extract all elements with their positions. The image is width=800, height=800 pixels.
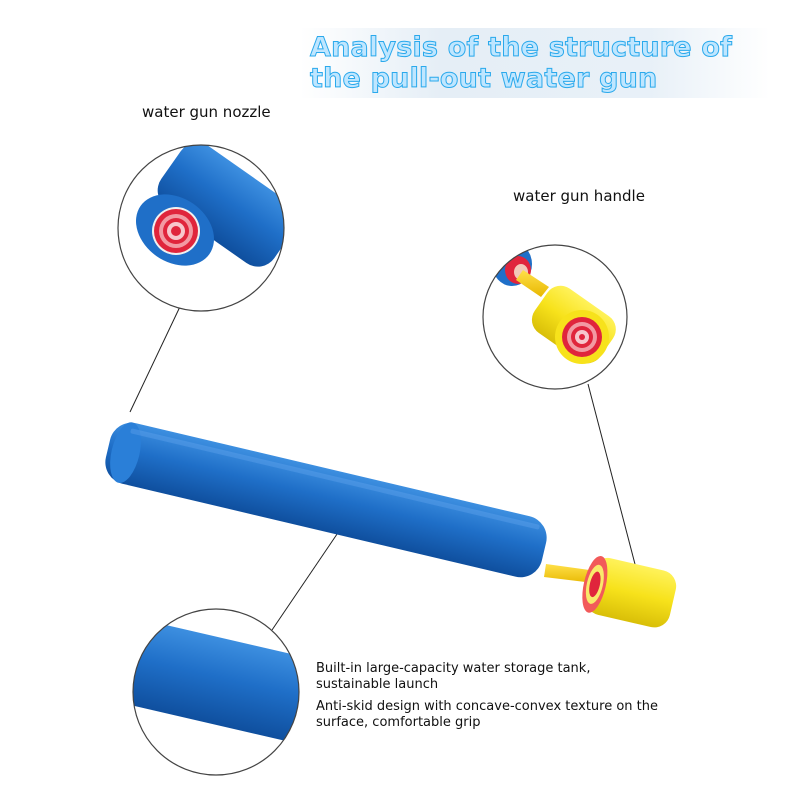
feature-storage-tank: Built-in large-capacity water storage ta…	[316, 661, 591, 692]
barrel-texture-magnifier	[132, 608, 300, 776]
handle-magnifier	[482, 244, 628, 390]
title-background	[300, 28, 770, 98]
foam-barrel	[105, 422, 547, 578]
nozzle-leader-line	[129, 293, 187, 413]
feature-anti-skid: Anti-skid design with concave-convex tex…	[316, 699, 659, 730]
handle-leader-line	[587, 383, 637, 569]
diagram-title: Analysis of the structure of the pull-ou…	[310, 32, 733, 95]
nozzle-magnifier	[117, 144, 285, 312]
handle-label: water gun handle	[513, 187, 645, 205]
handle-grip	[582, 555, 677, 628]
nozzle-label: water gun nozzle	[142, 103, 271, 121]
